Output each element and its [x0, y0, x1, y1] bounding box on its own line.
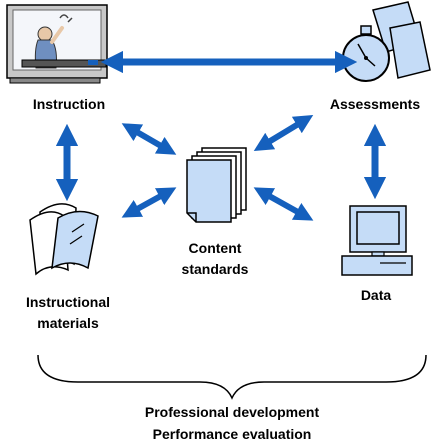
- footer-line2: Performance evaluation: [152, 426, 312, 442]
- arrow-instruction-standards: [121, 123, 177, 155]
- assessments-label: Assessments: [329, 96, 421, 112]
- instruction-label: Instruction: [32, 96, 106, 112]
- data-label: Data: [360, 287, 392, 303]
- content-standards-label-line2: standards: [181, 261, 249, 277]
- books-icon: [29, 203, 99, 276]
- computer-icon: [341, 205, 413, 276]
- content-standards-label-line1: Content: [188, 240, 242, 256]
- instructional-materials-label-line2: materials: [37, 315, 99, 331]
- arrow-assessments-standards: [253, 115, 314, 151]
- stopwatch-and-papers-icon: [342, 1, 431, 82]
- arrow-materials-standards: [121, 187, 177, 218]
- footer-line1: Professional development: [144, 404, 320, 420]
- arrows: [55, 50, 387, 221]
- teacher-at-whiteboard-icon: [6, 4, 108, 84]
- instructional-materials-label-line1: Instructional: [25, 294, 110, 310]
- arrow-data-standards: [253, 187, 314, 221]
- document-stack-icon: [186, 147, 247, 223]
- brace: [37, 354, 427, 400]
